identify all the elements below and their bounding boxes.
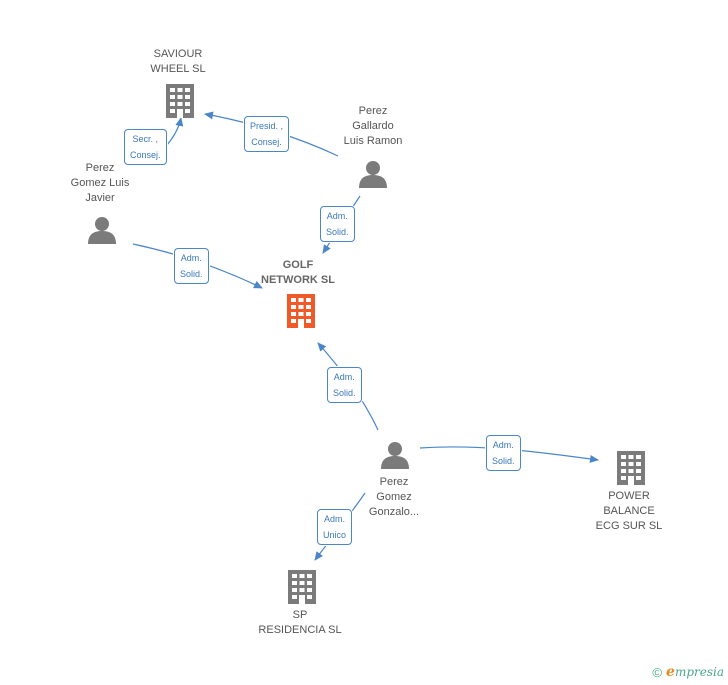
sp-residencia-building-icon[interactable] bbox=[288, 570, 316, 604]
edge-label-gonzalo-power: Adm. Solid. bbox=[486, 435, 521, 471]
edge-label-luis-saviour: Secr. , Consej. bbox=[124, 129, 167, 165]
perez-gallardo-person-icon[interactable] bbox=[359, 161, 387, 188]
node-label-sp-residencia[interactable]: SP RESIDENCIA SL bbox=[258, 609, 342, 636]
brand-logo: empresia bbox=[666, 664, 724, 680]
node-label-saviour[interactable]: SAVIOUR WHEEL SL bbox=[150, 48, 206, 75]
node-label-perez-gomez-gonzalo[interactable]: Perez Gomez Gonzalo... bbox=[368, 476, 420, 518]
copyright-icon: © bbox=[652, 664, 663, 680]
edge-label-gallardo-center: Adm. Solid. bbox=[320, 206, 355, 242]
edge-label-luis-center: Adm. Solid. bbox=[174, 248, 209, 284]
edge-label-gallardo-saviour: Presid. , Consej. bbox=[244, 116, 290, 152]
perez-gomez-luis-person-icon[interactable] bbox=[88, 217, 116, 244]
perez-gomez-gonzalo-person-icon[interactable] bbox=[381, 442, 409, 469]
edge-label-gonzalo-center: Adm. Solid. bbox=[327, 367, 362, 403]
power-balance-building-icon[interactable] bbox=[617, 451, 645, 485]
node-label-perez-gomez-luis[interactable]: Perez Gomez Luis Javier bbox=[70, 162, 130, 204]
node-label-center[interactable]: GOLF NETWORK SL bbox=[261, 259, 335, 286]
saviour-building-icon[interactable] bbox=[166, 84, 194, 118]
node-label-perez-gallardo[interactable]: Perez Gallardo Luis Ramon bbox=[343, 105, 403, 147]
footer-brand[interactable]: © empresia bbox=[652, 664, 724, 680]
node-label-power-balance[interactable]: POWER BALANCE ECG SUR SL bbox=[595, 490, 663, 532]
edge-label-gonzalo-sp: Adm. Unico bbox=[317, 509, 353, 545]
center-building-icon[interactable] bbox=[287, 294, 315, 328]
